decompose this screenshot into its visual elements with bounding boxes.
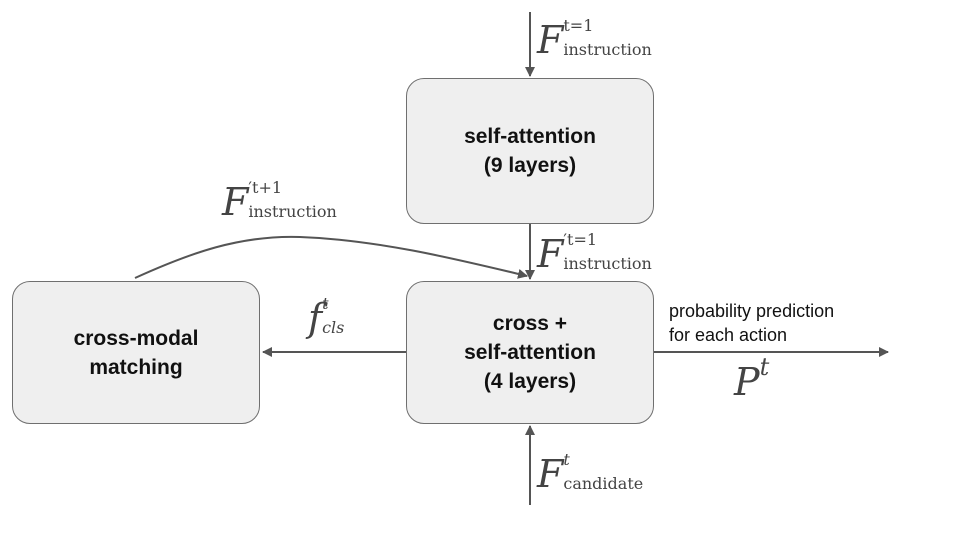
cross-modal-matching-line-2: matching bbox=[89, 355, 183, 379]
cross-self-attention-line-1: cross + bbox=[492, 312, 568, 335]
p-t-label: Pt bbox=[734, 352, 770, 404]
cross-self-attention-line-3: (4 layers) bbox=[483, 370, 577, 393]
probability-prediction-label: probability prediction for each action bbox=[669, 301, 835, 345]
self-attention-line-2: (9 layers) bbox=[483, 154, 577, 177]
cross-self-attention-box: cross + self-attention (4 layers) bbox=[406, 281, 654, 424]
cross-self-attention-line-2: self-attention bbox=[464, 341, 596, 364]
cross-modal-matching-box: cross-modal matching bbox=[12, 281, 260, 424]
self-attention-line-1: self-attention bbox=[464, 125, 596, 148]
arrow-matching-to-cross-attention bbox=[134, 235, 528, 279]
cross-modal-matching-line-1: cross-modal bbox=[73, 326, 199, 350]
self-attention-box: self-attention (9 layers) bbox=[406, 78, 654, 224]
